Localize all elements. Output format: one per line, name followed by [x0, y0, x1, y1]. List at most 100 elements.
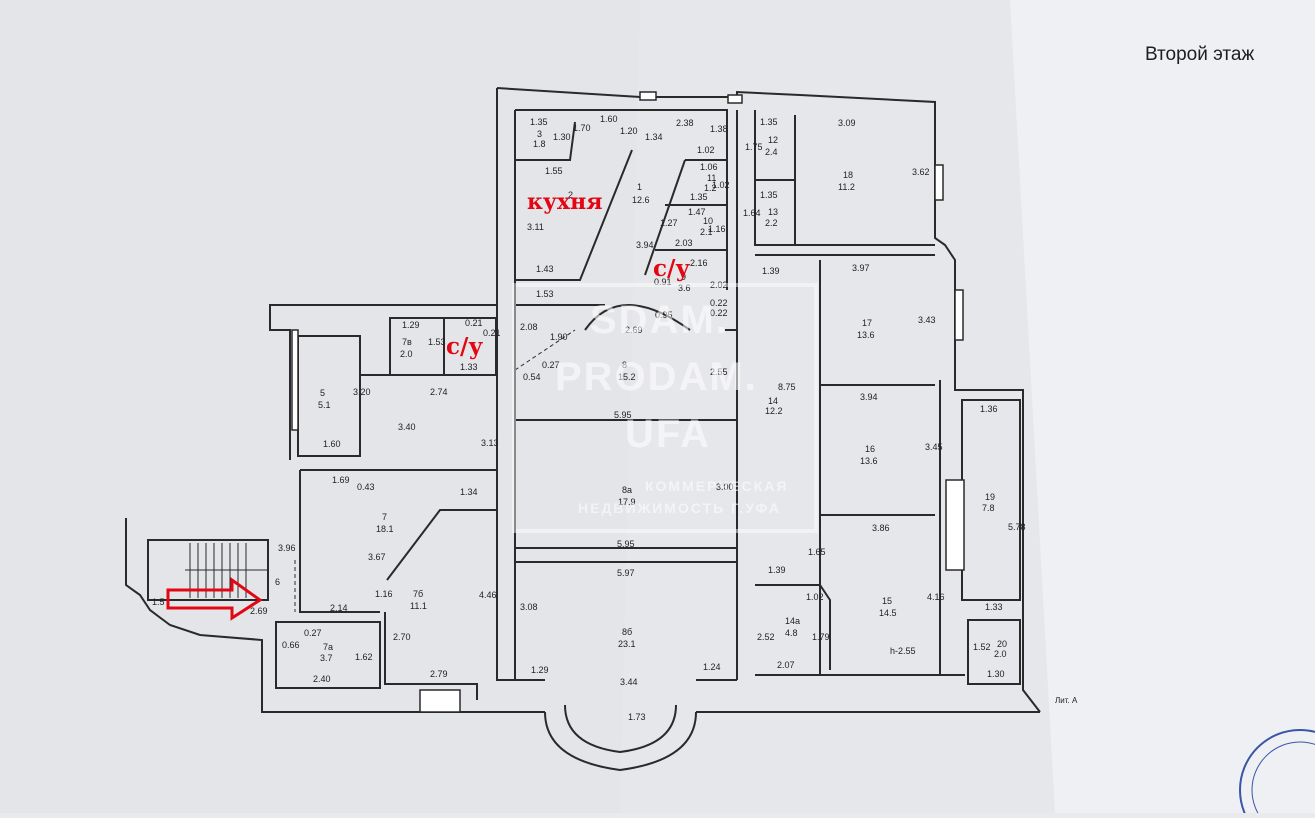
dimension-label: 1.16 — [708, 224, 726, 234]
kitchen-annotation: кухня — [527, 189, 603, 215]
dimension-label: 5.97 — [617, 568, 635, 578]
dimension-label: 0.21 — [465, 318, 483, 328]
room-10-no: 10 — [703, 216, 713, 226]
dimension-label: 1.20 — [620, 126, 638, 136]
dimension-label: 5.95 — [614, 410, 632, 420]
dimension-label: 0.43 — [357, 482, 375, 492]
dimension-label: 3.94 — [636, 240, 654, 250]
watermark-sub1: КОММЕРЧЕСКАЯ — [645, 478, 789, 494]
room-15-area: 14.5 — [879, 608, 897, 618]
room-8b-no: 8б — [622, 627, 632, 637]
dimension-label: 0.54 — [523, 372, 541, 382]
dimension-label: 1.60 — [600, 114, 618, 124]
dimension-label: 3.43 — [918, 315, 936, 325]
room-10-area: 2.1 — [700, 227, 713, 237]
dimension-label: 2.38 — [676, 118, 694, 128]
room-13-area: 2.2 — [765, 218, 778, 228]
dimension-label: 1.30 — [553, 132, 571, 142]
dimension-label: 2.52 — [757, 632, 775, 642]
watermark-box — [512, 283, 818, 533]
dimension-label: 0.66 — [282, 640, 300, 650]
dimension-label: 2.40 — [313, 674, 331, 684]
dimension-label: 0.21 — [483, 328, 501, 338]
dimension-label: h-2.55 — [890, 646, 916, 656]
room-5-no: 5 — [320, 388, 325, 398]
dimension-label: 1.06 — [700, 162, 718, 172]
dimension-label: 0.27 — [542, 360, 560, 370]
dimension-label: 1.29 — [531, 665, 549, 675]
dimension-label: 3.08 — [520, 602, 538, 612]
dimension-label: 3.13 — [481, 438, 499, 448]
dimension-label: 1.33 — [985, 602, 1003, 612]
dimension-label: 1.55 — [545, 166, 563, 176]
room-14a-area: 4.8 — [785, 628, 798, 638]
dimension-label: 3.00 — [716, 482, 734, 492]
room-8a-no: 8а — [622, 485, 632, 495]
room-1-no: 1 — [637, 182, 642, 192]
dimension-label: 3.97 — [852, 263, 870, 273]
dimension-label: 1.27 — [660, 218, 678, 228]
dimension-label: 1.29 — [402, 320, 420, 330]
dimension-label: 2.14 — [330, 603, 348, 613]
room-6-no: 6 — [275, 577, 280, 587]
dimension-label: 3.44 — [620, 677, 638, 687]
dimension-label: 1.30 — [987, 669, 1005, 679]
dimension-label: 1.39 — [762, 266, 780, 276]
dimension-label: 1.34 — [645, 132, 663, 142]
room-12-area: 2.4 — [765, 147, 778, 157]
dimension-label: 4.16 — [927, 592, 945, 602]
dimension-label: 1.79 — [812, 632, 830, 642]
dimension-label: 3.20 — [353, 387, 371, 397]
dimension-label: 1.64 — [743, 208, 761, 218]
dimension-label: 2.69 — [625, 325, 643, 335]
dimension-label: 1.53 — [428, 337, 446, 347]
room-17-area: 13.6 — [857, 330, 875, 340]
dimension-label: 3.67 — [368, 552, 386, 562]
dimension-label: 0.22 — [710, 308, 728, 318]
red-arrow-icon — [166, 577, 263, 621]
room-9-area: 3.6 — [678, 283, 691, 293]
room-16-no: 16 — [865, 444, 875, 454]
dimension-label: 3.11 — [527, 222, 544, 232]
dimension-label: 1.90 — [550, 332, 568, 342]
room-19-area: 7.8 — [982, 503, 995, 513]
room-17-no: 17 — [862, 318, 872, 328]
room-18-area: 11.2 — [838, 182, 855, 192]
dimension-label: 3.96 — [278, 543, 296, 553]
dimension-label: 0.27 — [304, 628, 322, 638]
dimension-label: 1.53 — [536, 289, 554, 299]
dimension-label: 1.39 — [768, 565, 786, 575]
wc-annotation-1: с/у — [653, 255, 691, 282]
dimension-label: 1.5 — [152, 597, 165, 607]
room-19-no: 19 — [985, 492, 995, 502]
dimension-label: 1.75 — [745, 142, 763, 152]
room-2-no: 2 — [568, 190, 573, 200]
dimension-label: 1.70 — [573, 123, 591, 133]
lit-label: Лит. А — [1055, 696, 1078, 705]
dimension-label: 1.35 — [760, 117, 778, 127]
room-7-no: 7 — [382, 512, 387, 522]
room-1-area: 12.6 — [632, 195, 650, 205]
dimension-label: 5.78 — [1008, 522, 1026, 532]
dimension-label: 1.33 — [460, 362, 478, 372]
room-7b-area: 11.1 — [410, 601, 427, 611]
dimension-label: 2.08 — [520, 322, 538, 332]
dimension-label: 1.73 — [628, 712, 646, 722]
room-14-area: 12.2 — [765, 406, 783, 416]
dimension-label: 1.52 — [973, 642, 991, 652]
room-20-area: 2.0 — [994, 649, 1007, 659]
room-16-area: 13.6 — [860, 456, 878, 466]
dimension-label: 1.36 — [980, 404, 998, 414]
dimension-label: 1.69 — [332, 475, 350, 485]
room-7-area: 18.1 — [376, 524, 394, 534]
room-7v-area: 2.0 — [400, 349, 413, 359]
room-8-no: 8 — [622, 360, 627, 370]
room-14-no: 14 — [768, 396, 778, 406]
dimension-label: 1.02 — [712, 180, 730, 190]
dimension-label: 3.62 — [912, 167, 930, 177]
dimension-label: 2.02 — [710, 280, 728, 290]
watermark-line3: UFA — [625, 412, 711, 456]
room-15-no: 15 — [882, 596, 892, 606]
wc-annotation-2: с/у — [446, 333, 484, 360]
